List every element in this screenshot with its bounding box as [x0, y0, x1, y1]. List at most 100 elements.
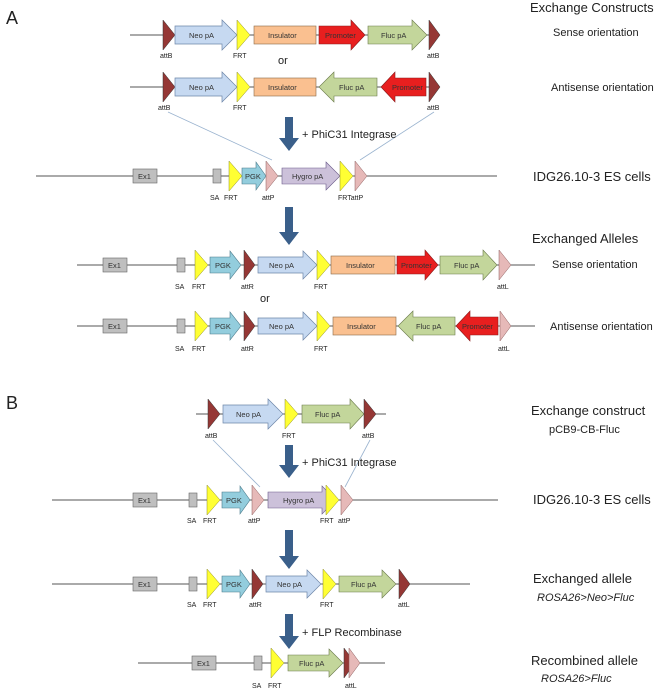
down-arrow	[279, 117, 299, 151]
exchanged-allele-name: ROSA26>Neo>Fluc	[537, 592, 635, 604]
down-arrow	[279, 207, 299, 245]
exchanged-allele-sense: Ex1 SA FRT PGK attR Neo pA FRT Insulator…	[77, 249, 535, 291]
exon1-box	[132, 168, 158, 184]
exon1-box	[102, 257, 128, 273]
sa-label: SA	[175, 346, 185, 353]
insulator-label: Insulator	[268, 83, 297, 92]
es-cells-label: IDG26.10-3 ES cells	[533, 169, 651, 184]
exon1-box	[132, 492, 158, 508]
neo-pa-label: Neo pA	[269, 261, 294, 270]
attb-label: attB	[362, 433, 375, 440]
promoter-label: Promoter	[401, 261, 432, 270]
attl-site	[498, 249, 512, 281]
frt-site	[270, 647, 285, 679]
frt-label: FRT	[233, 53, 247, 60]
neo-pa-label: Neo pA	[189, 83, 214, 92]
pgk-promoter	[221, 485, 251, 515]
exchanged-alleles-heading: Exchanged Alleles	[532, 231, 639, 246]
es-cell-locus: Ex1 SA FRT PGK attP Hygro pA FRTattP	[36, 160, 497, 202]
pgk-promoter	[209, 250, 242, 280]
attb-site	[162, 19, 176, 51]
insulator-label: Insulator	[268, 31, 297, 40]
hygro-pa-label: Hygro pA	[283, 496, 314, 505]
sa-label: SA	[187, 602, 197, 609]
frt-site	[206, 484, 221, 516]
sa-label: SA	[210, 195, 220, 202]
fluc-pa-element	[439, 249, 498, 281]
insulator-element	[330, 255, 396, 275]
attp-site	[340, 484, 354, 516]
frt-attp-label: FRTattP	[338, 195, 363, 202]
attr-label: attR	[241, 346, 254, 353]
fluc-pa-element	[318, 71, 378, 103]
frt-site	[339, 160, 354, 192]
attb-label: attB	[158, 105, 171, 112]
neo-pa-label: Neo pA	[269, 322, 294, 331]
frt-label: FRT	[282, 433, 296, 440]
attl-label: attL	[345, 683, 357, 690]
construct-name: pCB9-CB-Fluc	[549, 424, 620, 436]
fluc-pa-element	[338, 569, 397, 599]
pgk-label: PGK	[245, 172, 261, 181]
fluc-pa-label: Fluc pA	[299, 659, 324, 668]
neo-pa-element	[257, 250, 318, 280]
frt-label: FRT	[203, 602, 217, 609]
insulator-element	[332, 316, 397, 336]
exon1-label: Ex1	[197, 659, 210, 668]
or-label-2: or	[260, 293, 270, 305]
guide-line	[167, 111, 273, 161]
construct-pcb9: attB Neo pA FRT Fluc pA attB	[196, 398, 386, 440]
neo-pa-element	[265, 569, 322, 599]
promoter-element	[396, 249, 439, 281]
insulator-label: Insulator	[346, 261, 375, 270]
splice-acceptor	[188, 492, 198, 508]
attr-label: attR	[249, 602, 262, 609]
guide-line	[344, 439, 371, 488]
exchanged-allele-antisense: Ex1 SA FRT PGK attR Neo pA FRT Insulator…	[77, 310, 535, 353]
panel-a-label: A	[6, 8, 18, 28]
es-cells-label-b: IDG26.10-3 ES cells	[533, 492, 651, 507]
neo-pa-element	[174, 19, 238, 51]
frt-site	[236, 71, 251, 103]
insulator-label: Insulator	[347, 322, 376, 331]
exon1-label: Ex1	[138, 172, 151, 181]
attb-site	[207, 398, 221, 430]
attb-label: attB	[160, 53, 173, 60]
attp-site	[251, 484, 265, 516]
attp-site	[265, 160, 279, 192]
frt-label: FRT	[320, 602, 334, 609]
fluc-pa-label: Fluc pA	[454, 261, 479, 270]
construct-antisense: attB Neo pA FRT Insulator Fluc pA Promot…	[130, 71, 441, 112]
insulator-element	[253, 77, 317, 97]
attp-label: attP	[262, 195, 275, 202]
attp-label: attP	[248, 518, 261, 525]
splice-acceptor	[188, 576, 198, 592]
attr-label: attR	[241, 284, 254, 291]
attp-label: attP	[338, 518, 351, 525]
attl-label: attL	[398, 602, 410, 609]
down-arrow	[279, 614, 299, 649]
fluc-pa-element	[397, 310, 456, 342]
neo-pa-label: Neo pA	[277, 580, 302, 589]
exon1-box	[191, 655, 217, 671]
frt-site	[325, 484, 340, 516]
hygro-pa-element	[281, 161, 341, 191]
frt-site	[194, 310, 209, 342]
down-arrow	[279, 445, 299, 478]
attr-site	[251, 568, 264, 600]
pgk-promoter	[221, 569, 251, 599]
fluc-pa-label: Fluc pA	[416, 322, 441, 331]
frt-label: FRT	[192, 284, 206, 291]
promoter-label: Promoter	[325, 31, 356, 40]
promoter-element	[455, 310, 499, 342]
attb-site	[363, 398, 377, 430]
frt-label: FRT	[314, 346, 328, 353]
attb-site	[162, 71, 176, 103]
attr-site	[243, 310, 256, 342]
pgk-label: PGK	[226, 580, 242, 589]
fluc-pa-label: Fluc pA	[381, 31, 406, 40]
insulator-element	[253, 25, 317, 45]
attl-site	[499, 310, 512, 342]
fluc-pa-element	[367, 19, 428, 51]
recombined-allele-name: ROSA26>Fluc	[541, 673, 612, 685]
